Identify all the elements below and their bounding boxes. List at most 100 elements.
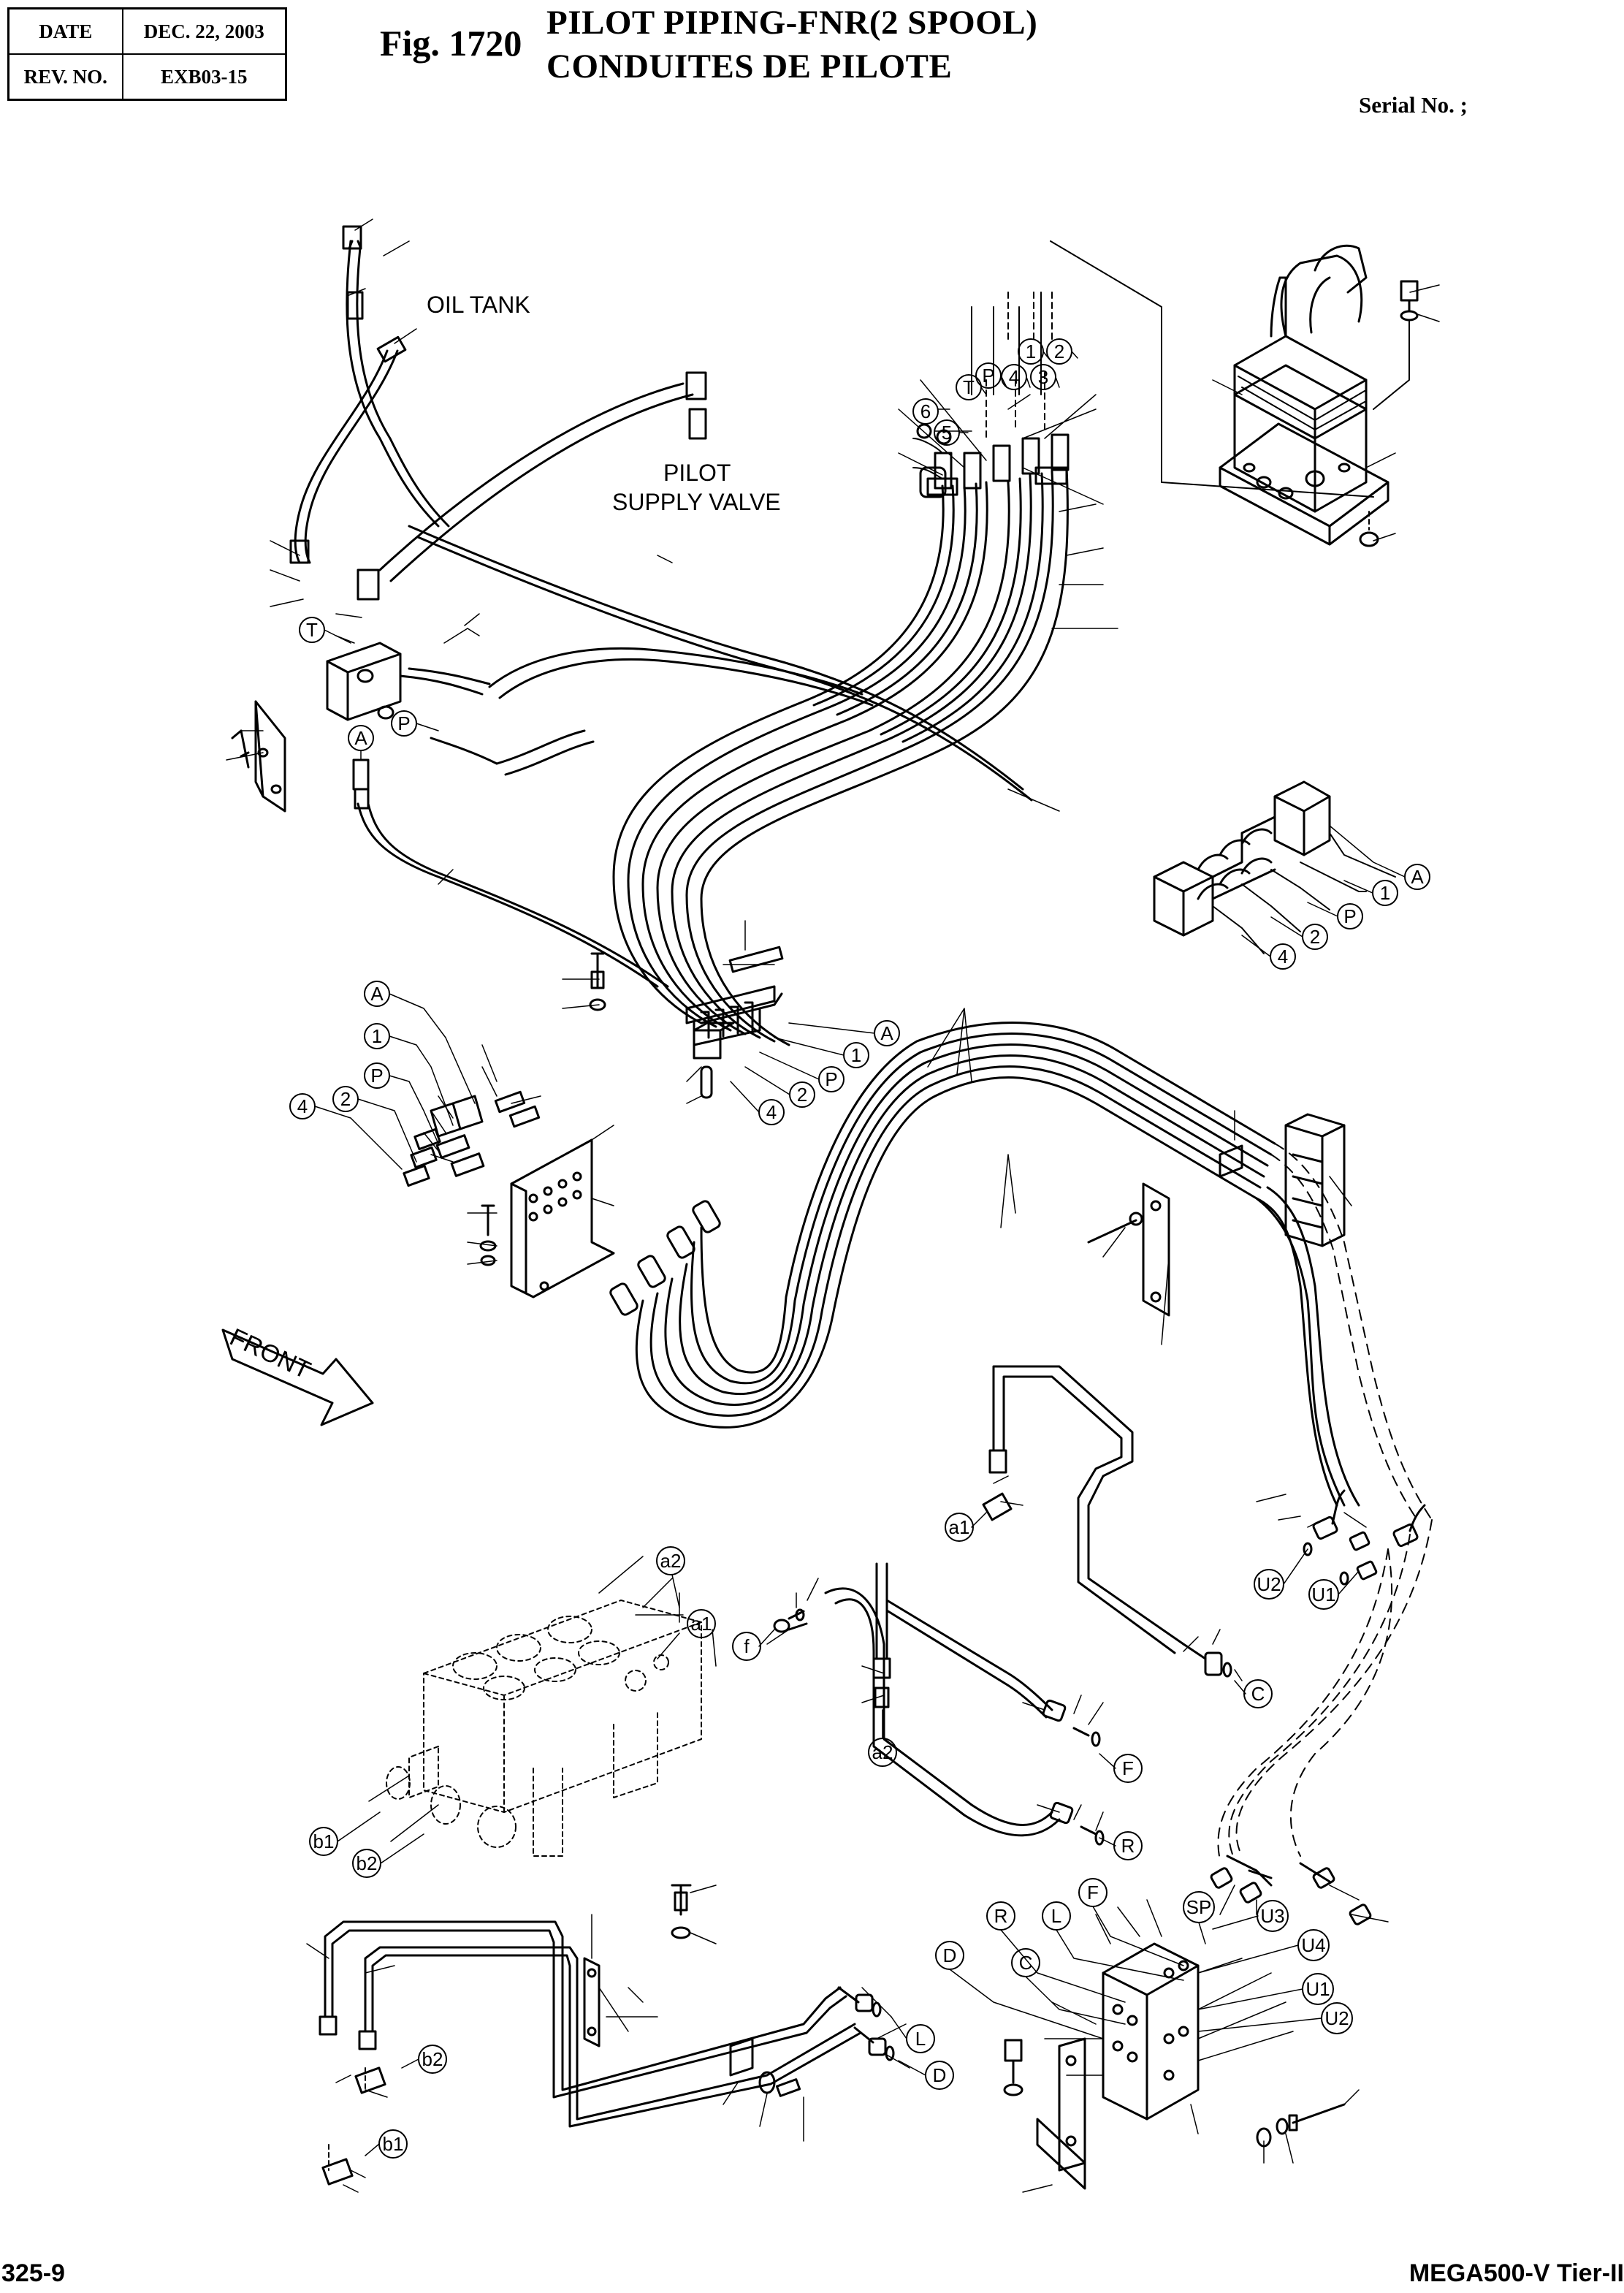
hose-clamp-exploded	[1153, 780, 1396, 954]
callout-U4: U4	[1297, 1929, 1330, 1961]
callout-R-upper: R	[1113, 1831, 1143, 1860]
callout-b2-valve: b2	[352, 1849, 381, 1878]
callout-C-upper: C	[1243, 1679, 1273, 1708]
figure-number: Fig. 1720	[380, 23, 522, 64]
svg-text:1: 1	[851, 1044, 861, 1066]
svg-text:U1: U1	[1305, 1978, 1330, 2000]
page-number: 325-9	[1, 2259, 65, 2287]
svg-text:A: A	[354, 727, 367, 749]
callout-2-clamp: 2	[1302, 924, 1328, 950]
svg-text:b1: b1	[313, 1830, 335, 1852]
callout-D-lower: D	[925, 2061, 954, 2090]
svg-text:a2: a2	[660, 1550, 682, 1572]
svg-text:2: 2	[797, 1084, 807, 1106]
date-value: DEC. 22, 2003	[121, 7, 287, 55]
callout-P-top: P	[975, 362, 1002, 389]
svg-text:3: 3	[1038, 366, 1048, 388]
callout-4-top: 4	[1001, 364, 1027, 390]
callout-b1-valve: b1	[309, 1827, 338, 1856]
callout-U2-upper: U2	[1254, 1569, 1284, 1600]
joystick-assembly	[1219, 244, 1419, 547]
callout-SP: SP	[1183, 1891, 1215, 1923]
pilot-lines-to-valve	[773, 1562, 1105, 1846]
callout-2-top: 2	[1046, 338, 1072, 365]
svg-text:U3: U3	[1260, 1905, 1284, 1927]
callout-A-left: A	[364, 981, 390, 1007]
svg-text:6: 6	[920, 400, 931, 422]
svg-text:F: F	[1087, 1882, 1099, 1904]
main-control-valve	[386, 1600, 702, 1857]
callout-U1-upper: U1	[1308, 1579, 1339, 1610]
svg-text:1: 1	[1380, 882, 1390, 904]
svg-text:A: A	[1411, 866, 1424, 888]
svg-text:P: P	[825, 1068, 837, 1090]
callout-circles: T P A 6 5 T P 4 3 1 2 A 1 P 2 4 A 1 P 2 …	[289, 338, 1430, 2159]
callout-U1-block: U1	[1302, 1973, 1334, 2005]
svg-text:b1: b1	[383, 2133, 404, 2155]
callout-1-top: 1	[1018, 338, 1044, 365]
callout-A-mid: A	[874, 1020, 900, 1046]
oil-tank-label: OIL TANK	[427, 292, 530, 318]
svg-text:a1: a1	[691, 1613, 712, 1635]
front-arrow	[221, 1328, 374, 1426]
callout-1-clamp: 1	[1372, 880, 1398, 906]
callout-T-top: T	[956, 374, 982, 400]
pilot-supply-block	[231, 642, 874, 988]
callout-2-left: 2	[332, 1086, 359, 1112]
pilot-supply-valve-label: SUPPLY VALVE	[612, 489, 781, 515]
pilot-label: PILOT	[663, 460, 731, 486]
svg-text:P: P	[1343, 905, 1356, 927]
rev-value: EXB03-15	[121, 53, 287, 101]
oil-tank-hoses	[289, 225, 1033, 802]
callout-1-left: 1	[364, 1023, 390, 1049]
svg-text:a1: a1	[949, 1516, 970, 1538]
svg-text:1: 1	[1026, 341, 1036, 362]
svg-text:4: 4	[297, 1095, 308, 1117]
callout-F-upper: F	[1113, 1754, 1143, 1783]
svg-text:2: 2	[1054, 341, 1064, 362]
callout-4-clamp: 4	[1270, 943, 1296, 970]
callout-4-left: 4	[289, 1093, 316, 1119]
svg-text:4: 4	[1278, 946, 1288, 967]
fitting-bracket	[403, 1090, 615, 1298]
rev-label: REV. NO.	[7, 53, 123, 101]
callout-P-left: P	[364, 1062, 390, 1089]
svg-text:L: L	[1051, 1905, 1061, 1927]
return-line	[982, 1365, 1232, 1678]
callout-U2-block: U2	[1321, 2002, 1353, 2034]
svg-text:P: P	[982, 365, 994, 387]
svg-text:T: T	[963, 376, 975, 398]
callout-T: T	[299, 617, 325, 643]
revision-table: DATE DEC. 22, 2003 REV. NO. EXB03-15	[7, 7, 287, 101]
center-clamp	[589, 946, 784, 1099]
callout-3-top: 3	[1030, 364, 1056, 390]
svg-text:L: L	[915, 2028, 926, 2050]
callout-4-mid: 4	[758, 1099, 785, 1125]
svg-text:A: A	[370, 983, 384, 1005]
svg-text:2: 2	[340, 1088, 351, 1110]
svg-text:C: C	[1019, 1952, 1033, 1974]
svg-text:2: 2	[1310, 926, 1320, 948]
title-english: PILOT PIPING-FNR(2 SPOOL)	[546, 4, 1038, 42]
callout-F-block: F	[1078, 1878, 1108, 1907]
callout-A-clamp: A	[1404, 864, 1430, 890]
callout-P-mid: P	[818, 1066, 845, 1092]
svg-text:SP: SP	[1186, 1896, 1212, 1918]
leader-lines	[226, 218, 1440, 2193]
svg-text:a2: a2	[872, 1741, 893, 1763]
callout-R-block: R	[986, 1901, 1015, 1931]
callout-D-block: D	[935, 1941, 964, 1970]
hose-bundle-s-curve	[609, 1022, 1433, 1860]
callout-P: P	[391, 710, 417, 737]
svg-text:b2: b2	[357, 1852, 378, 1874]
hose-bundle-upper	[612, 240, 1374, 1046]
callout-C-block: C	[1011, 1948, 1040, 1977]
callout-a1-return: a1	[945, 1513, 974, 1542]
callout-a2-line: a2	[868, 1738, 897, 1767]
callout-a1-valve: a1	[687, 1609, 716, 1638]
title-french: CONDUITES DE PILOTE	[546, 47, 953, 85]
model-name: MEGA500-V Tier-II	[1408, 2259, 1624, 2287]
svg-text:f: f	[744, 1635, 750, 1657]
callout-leaders	[314, 351, 1406, 2156]
